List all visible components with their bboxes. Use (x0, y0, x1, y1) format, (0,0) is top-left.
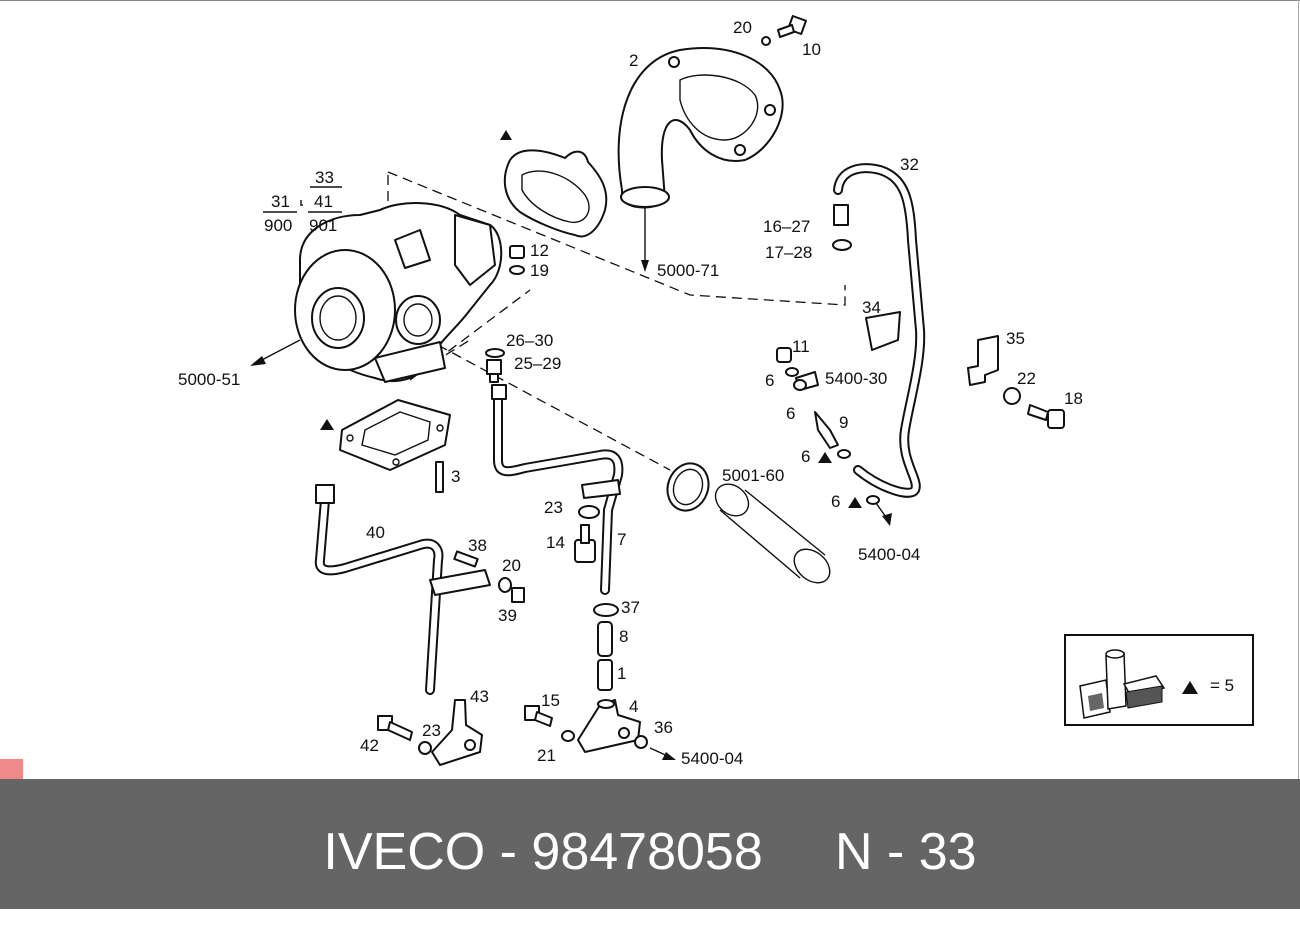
coolant-pipe-32 (833, 163, 926, 498)
callout-42: 42 (360, 736, 379, 755)
callout-5400-04a: 5400-04 (858, 545, 920, 564)
flange-gasket (320, 399, 451, 471)
turbocharger (250, 202, 503, 383)
callout-5001-60: 5001-60 (722, 466, 784, 485)
fitting-25-29 (485, 348, 505, 383)
callout-5000-71: 5000-71 (657, 261, 719, 280)
legend-quantity: = 5 (1210, 676, 1235, 695)
callout-39: 39 (498, 606, 517, 625)
oil-feed-pipe-7 (491, 384, 624, 595)
nut-12 (509, 245, 525, 275)
triangle-legend-icon (1182, 681, 1198, 694)
callout-16-27: 16–27 (763, 217, 810, 236)
corner-marker (0, 759, 23, 779)
callout-25-29: 25–29 (514, 354, 561, 373)
oil-return-pipe-40 (314, 484, 491, 695)
callout-17-28: 17–28 (765, 243, 812, 262)
callout-41: 41 (314, 192, 333, 211)
fitting-16-27 (832, 204, 852, 251)
bracket-43 (377, 699, 483, 766)
sealant-tubes-icon (1079, 649, 1166, 719)
callout-22: 22 (1017, 369, 1036, 388)
callout-6c: 6 (801, 447, 810, 466)
part-number-caption: IVECO - 98478058 N - 33 (323, 823, 977, 881)
callout-33: 33 (315, 168, 334, 187)
legend-box (1064, 634, 1254, 726)
callout-11: 11 (792, 337, 810, 356)
washer-20 (498, 577, 512, 593)
callout-10: 10 (802, 40, 821, 59)
intake-hose-5001-60 (714, 483, 831, 584)
callout-21: 21 (537, 746, 556, 765)
callout-14: 14 (546, 533, 565, 552)
callout-37: 37 (621, 598, 640, 617)
bolt-15 (524, 705, 575, 742)
callout-6a: 6 (765, 371, 774, 390)
callout-901: 901 (309, 216, 337, 235)
bracket-35 (967, 335, 1065, 429)
adapter-1 (597, 659, 613, 691)
callout-1: 1 (617, 664, 626, 683)
callout-8: 8 (619, 627, 628, 646)
top-border (0, 0, 1300, 1)
o-ring-37 (593, 603, 619, 617)
callout-15: 15 (541, 691, 560, 710)
callout-32: 32 (900, 155, 919, 174)
callout-23b: 23 (422, 721, 441, 740)
callout-19: 19 (530, 261, 549, 280)
callout-20b: 20 (502, 556, 521, 575)
callout-23a: 23 (544, 498, 563, 517)
bracket-4 (577, 699, 676, 760)
exhaust-gasket (500, 130, 608, 238)
callout-5400-04b: 5400-04 (681, 749, 743, 768)
callout-6d: 6 (831, 492, 840, 511)
fittings-5400-30 (776, 347, 892, 526)
callout-5000-51: 5000-51 (178, 370, 240, 389)
dashed-line-turbo-to-hose (387, 171, 846, 306)
bolt-10 (761, 15, 807, 46)
dashed-line-c (409, 329, 671, 471)
callout-34: 34 (862, 298, 881, 317)
callout-35: 35 (1006, 329, 1025, 348)
sleeve-8 (597, 621, 613, 657)
callout-20a: 20 (733, 18, 752, 37)
callout-5400-30: 5400-30 (825, 369, 887, 388)
stud-3 (435, 461, 444, 493)
callout-40: 40 (366, 523, 385, 542)
callout-9: 9 (839, 413, 848, 432)
diagram-canvas: 2 20 10 32 33 31 41 900 901 12 19 5000-7… (178, 15, 1083, 768)
fraction-lines (263, 200, 342, 213)
triangle-mark-2 (848, 497, 862, 508)
callout-43: 43 (470, 687, 489, 706)
bolt-14 (574, 505, 600, 563)
callout-6b: 6 (786, 404, 795, 423)
bracket-34 (865, 311, 901, 351)
callout-7: 7 (617, 530, 626, 549)
callout-36: 36 (654, 718, 673, 737)
callout-26-30: 26–30 (506, 331, 553, 350)
callout-12: 12 (530, 241, 549, 260)
callout-3: 3 (451, 467, 460, 486)
exploded-parts-diagram: 2 20 10 32 33 31 41 900 901 12 19 5000-7… (178, 15, 1254, 768)
callout-18: 18 (1064, 389, 1083, 408)
callout-4: 4 (629, 697, 638, 716)
nut-39 (511, 587, 525, 603)
outlet-elbow-part (617, 47, 784, 272)
callout-2: 2 (629, 51, 638, 70)
footer-bar: IVECO - 98478058 N - 33 (0, 779, 1300, 909)
callout-38: 38 (468, 536, 487, 555)
callout-31: 31 (271, 192, 290, 211)
callout-900: 900 (264, 216, 292, 235)
hose-clamp (666, 462, 710, 512)
right-border (1298, 0, 1299, 779)
triangle-mark-1 (818, 452, 832, 463)
